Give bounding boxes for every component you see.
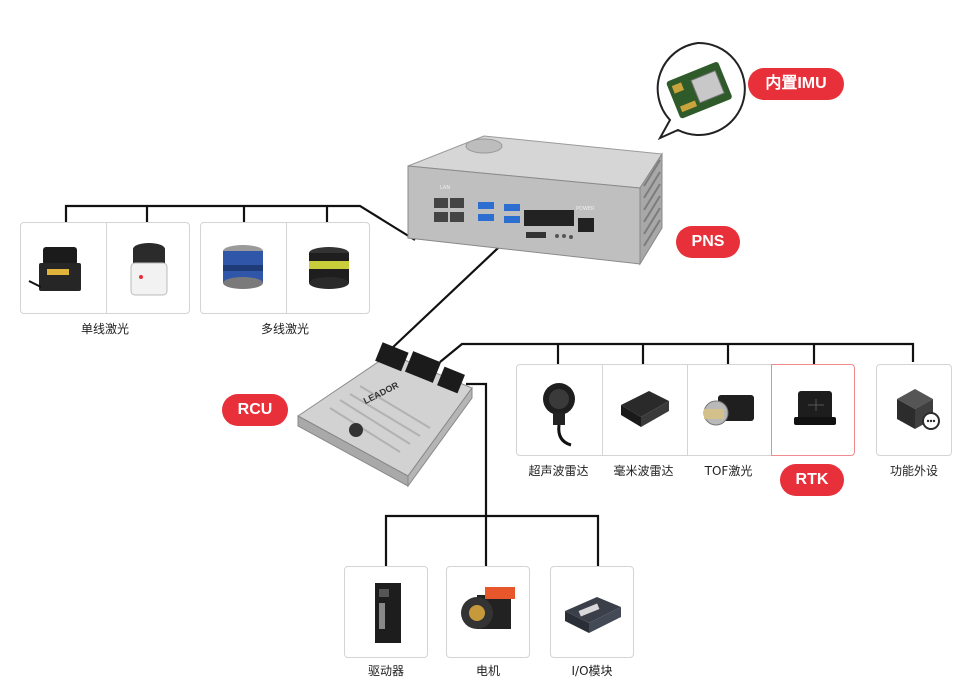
single-lidar-device-2 xyxy=(106,223,191,313)
multi-lidar-device-2 xyxy=(286,223,371,313)
pns-rcu-line xyxy=(389,231,516,351)
driver-group xyxy=(344,566,428,658)
single-lidar-device-1 xyxy=(21,223,106,313)
actuator-bus-line xyxy=(466,382,488,516)
driver-device xyxy=(375,583,401,643)
multi-lidar-label: 多线激光 xyxy=(260,322,309,336)
tof-label: TOF激光 xyxy=(704,464,753,478)
single-lidar-label: 单线激光 xyxy=(80,322,129,336)
imu-callout xyxy=(648,40,748,141)
rtk-device xyxy=(794,391,836,425)
sensor-group xyxy=(516,364,772,456)
pns-badge: PNS xyxy=(676,226,740,258)
motor-device xyxy=(461,587,515,629)
rtk-group xyxy=(771,364,855,456)
tof-lidar-device xyxy=(687,365,772,455)
motor-group xyxy=(446,566,530,658)
mmwave-label: 毫米波雷达 xyxy=(613,464,674,478)
ultrasonic-radar-device xyxy=(517,365,602,455)
ultrasonic-label: 超声波雷达 xyxy=(528,464,589,478)
motor-label: 电机 xyxy=(475,664,500,678)
pns-computer xyxy=(400,126,668,281)
io-module-label: I/O模块 xyxy=(571,664,613,678)
pns-port-label-power: POWER xyxy=(576,206,595,212)
driver-label: 驱动器 xyxy=(367,664,404,678)
mmwave-radar-device xyxy=(602,365,687,455)
single-lidar-group xyxy=(20,222,190,314)
sensor-bus-line xyxy=(439,342,915,363)
rtk-badge: RTK xyxy=(780,464,844,496)
io-module-device xyxy=(565,597,621,633)
pns-port-label-lan: LAN xyxy=(440,185,451,191)
rcu-badge: RCU xyxy=(222,394,288,426)
multi-lidar-group xyxy=(200,222,370,314)
imu-badge: 内置IMU xyxy=(748,68,844,100)
peripheral-label: 功能外设 xyxy=(889,464,938,478)
multi-lidar-device-1 xyxy=(201,223,286,313)
lidar-bus-line xyxy=(64,204,416,241)
peripheral-cube-icon xyxy=(897,389,940,430)
io-module-group xyxy=(550,566,634,658)
rcu-controller xyxy=(290,338,490,488)
peripheral-group xyxy=(876,364,952,456)
